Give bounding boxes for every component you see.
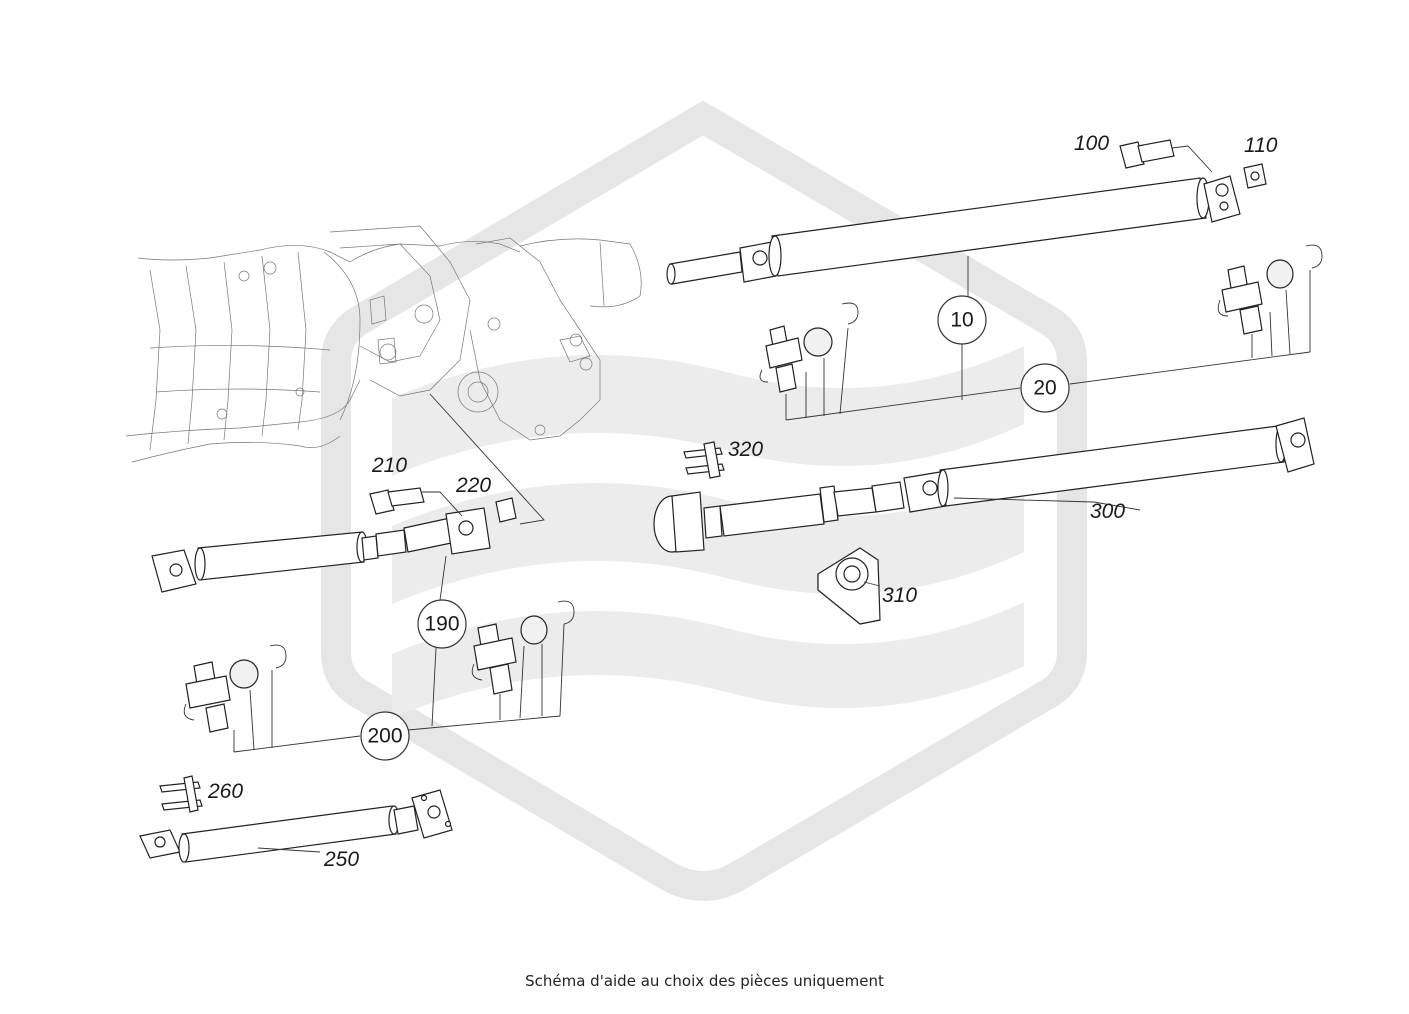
label-260[interactable]: 260 [207, 780, 243, 803]
nut-220 [495, 497, 517, 523]
label-220[interactable]: 220 [455, 474, 491, 497]
center-bearing-310 [817, 547, 881, 625]
universal-joint-kit-20-left [759, 302, 859, 393]
label-250[interactable]: 250 [323, 848, 359, 871]
footer-caption: Schéma d'aide au choix des pièces unique… [525, 972, 884, 990]
label-300[interactable]: 300 [1090, 500, 1125, 523]
callout-20[interactable]: 20 [1020, 363, 1070, 413]
bolts-260 [159, 775, 203, 813]
callout-200[interactable]: 200 [360, 711, 410, 761]
gearbox-illustration [125, 225, 642, 463]
callout-20-text: 20 [1033, 377, 1056, 400]
nut-110 [1243, 163, 1267, 189]
propeller-shaft-10 [666, 175, 1241, 285]
leader-lines [233, 256, 1311, 853]
label-100[interactable]: 100 [1074, 132, 1109, 155]
label-110[interactable]: 110 [1244, 134, 1278, 157]
callout-10[interactable]: 10 [937, 295, 987, 345]
propeller-shaft-250 [139, 789, 453, 863]
watermark-logo [321, 100, 1087, 901]
callout-190[interactable]: 190 [417, 599, 467, 649]
universal-joint-kit-20-right [1217, 244, 1323, 335]
callout-10-text: 10 [950, 309, 973, 332]
bolt-210 [369, 487, 425, 515]
callout-200-text: 200 [367, 725, 402, 748]
bolt-100 [1119, 139, 1175, 169]
universal-joint-kit-200-right [471, 600, 575, 695]
label-310[interactable]: 310 [882, 584, 917, 607]
propeller-shaft-190 [151, 507, 491, 593]
callout-190-text: 190 [424, 613, 459, 636]
universal-joint-kit-200-left [183, 644, 287, 733]
label-320[interactable]: 320 [728, 438, 763, 461]
propeller-shaft-300 [653, 417, 1315, 553]
bolts-320 [683, 441, 725, 479]
label-210[interactable]: 210 [371, 454, 407, 477]
